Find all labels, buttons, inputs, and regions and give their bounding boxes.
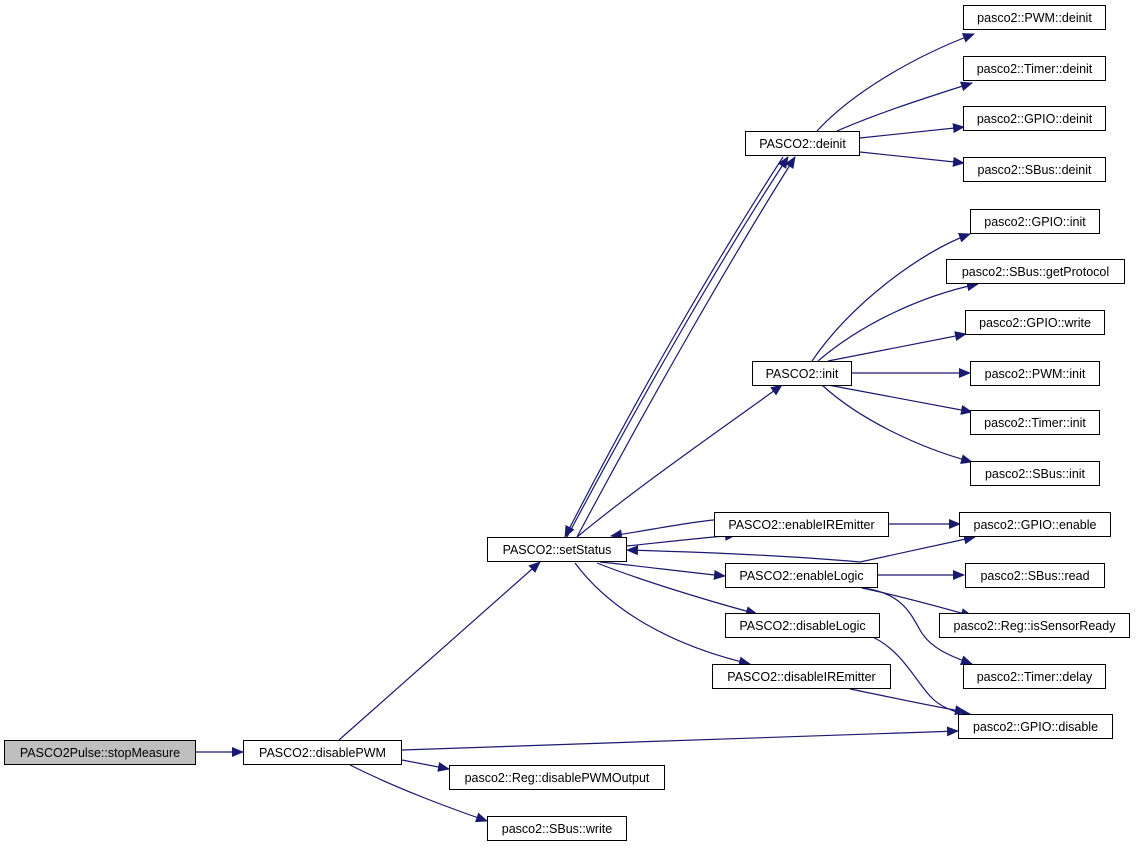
edge-enablelogic-setstatus (626, 545, 861, 563)
edge-enableiremitter-setstatus (610, 519, 715, 540)
node-pasco2-sbus-getprotocol[interactable]: pasco2::SBus::getProtocol (946, 259, 1125, 284)
edge-deinit-timerdeinit (836, 81, 973, 132)
edge-disablepwm-regdisablepwmoutput (401, 759, 450, 772)
edge-deinit-sbusdeinit (859, 151, 965, 167)
node-pasco2-reg-issensorready[interactable]: pasco2::Reg::isSensorReady (939, 613, 1130, 638)
edge-init-sbusgetprotocol (817, 281, 979, 362)
edge-enablelogic-regissensorready (861, 587, 973, 618)
edge-setstatus-init (576, 384, 783, 538)
edge-enablelogic-timerdelay (861, 587, 973, 665)
node-pasco2-timer-deinit[interactable]: pasco2::Timer::deinit (963, 56, 1106, 81)
node-pasco2-disablepwm[interactable]: PASCO2::disablePWM (243, 740, 402, 765)
edge-setstatus-disablelogic (596, 562, 758, 616)
node-pasco2-sbus-read[interactable]: pasco2::SBus::read (965, 563, 1105, 588)
node-pasco2pulse-stopmeasure[interactable]: PASCO2Pulse::stopMeasure (4, 740, 196, 765)
edge-disablepwm-sbuswrite (349, 764, 488, 823)
edge-disablepwm-gpiodisable (401, 726, 959, 751)
node-pasco2-sbus-init[interactable]: pasco2::SBus::init (970, 461, 1100, 486)
node-pasco2-timer-init[interactable]: pasco2::Timer::init (970, 410, 1100, 435)
edge-disableiremitter-gpiodisable (849, 688, 967, 716)
edge-setstatus-deinit-b (576, 156, 796, 538)
edge-init-timerinit (827, 384, 973, 415)
node-pasco2-enableiremitter[interactable]: PASCO2::enableIREmitter (714, 512, 889, 537)
edge-setstatus-disableiremitter (574, 562, 751, 667)
edge-enablelogic-gpioenable (859, 534, 976, 563)
node-pasco2-disableiremitter[interactable]: PASCO2::disableIREmitter (712, 664, 891, 689)
node-pasco2-deinit[interactable]: PASCO2::deinit (745, 131, 860, 156)
node-pasco2-sbus-deinit[interactable]: pasco2::SBus::deinit (963, 157, 1106, 182)
edge-deinit-setstatus (564, 156, 784, 538)
node-pasco2-reg-disablepwmoutput[interactable]: pasco2::Reg::disablePWMOutput (449, 765, 665, 790)
node-pasco2-setstatus[interactable]: PASCO2::setStatus (487, 537, 627, 562)
node-pasco2-enablelogic[interactable]: PASCO2::enableLogic (725, 563, 878, 588)
edge-disablepwm-setstatus (338, 561, 541, 741)
edge-init-sbusinit (821, 384, 973, 464)
edge-deinit-pwmdeinit (816, 33, 975, 132)
node-pasco2-gpio-enable[interactable]: pasco2::GPIO::enable (959, 512, 1111, 537)
edge-setstatus-deinit-a (566, 156, 789, 538)
edge-deinit-gpiodeinit (859, 123, 965, 139)
node-pasco2-timer-delay[interactable]: pasco2::Timer::delay (963, 664, 1106, 689)
node-pasco2-gpio-deinit[interactable]: pasco2::GPIO::deinit (963, 106, 1106, 131)
node-pasco2-disablelogic[interactable]: PASCO2::disableLogic (725, 613, 880, 638)
node-pasco2-pwm-deinit[interactable]: pasco2::PWM::deinit (963, 5, 1106, 30)
edge-init-gpiowrite (827, 331, 967, 362)
node-pasco2-gpio-init[interactable]: pasco2::GPIO::init (970, 209, 1100, 234)
node-pasco2-gpio-write[interactable]: pasco2::GPIO::write (965, 310, 1105, 335)
node-pasco2-pwm-init[interactable]: pasco2::PWM::init (970, 361, 1100, 386)
edge-setstatus-enablelogic (599, 561, 726, 580)
node-pasco2-sbus-write[interactable]: pasco2::SBus::write (487, 816, 627, 841)
node-pasco2-init[interactable]: PASCO2::init (752, 361, 852, 386)
edge-init-gpioinit (811, 233, 971, 362)
node-pasco2-gpio-disable[interactable]: pasco2::GPIO::disable (958, 714, 1113, 739)
